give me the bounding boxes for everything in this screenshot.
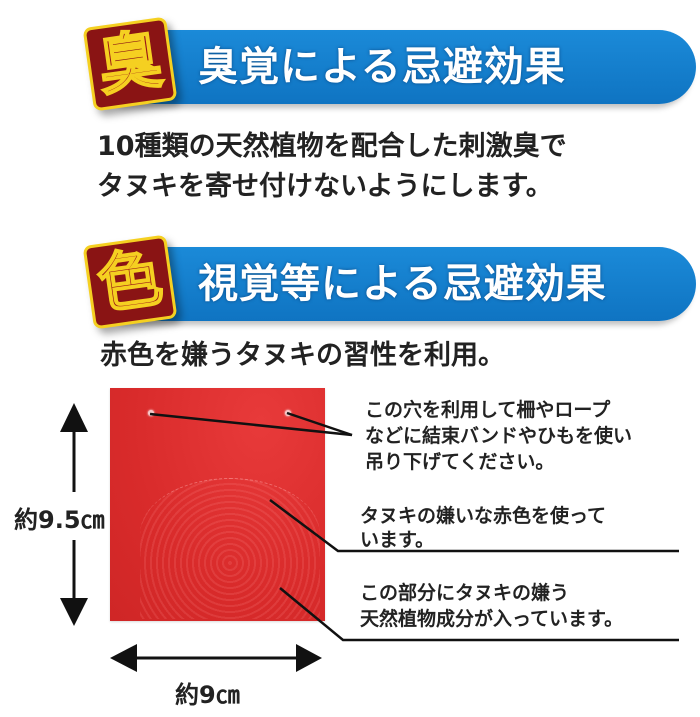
callout-hole-line1: この穴を利用して柵やロープ [365, 399, 611, 421]
section1-title: 臭覚による忌避効果 [198, 44, 566, 90]
section2-description-line1: 赤色を嫌うタヌキの習性を利用。 [100, 340, 505, 371]
callout-hole-line2: などに結束バンドやひもを使い [365, 425, 632, 447]
callout-hole-line3: 吊り下げてください。 [365, 451, 555, 473]
width-dimension-label: 約9㎝ [175, 681, 240, 709]
callout-ingredient-line2: 天然植物成分が入っています。 [360, 608, 624, 630]
height-dimension-label: 約9.5㎝ [14, 506, 105, 534]
section2-banner: 視覚等による忌避効果 [118, 247, 696, 321]
section1-banner: 臭覚による忌避効果 [118, 30, 696, 104]
section1-description-line2: タヌキを寄せ付けないようにします。 [97, 171, 553, 202]
section1-description-line1: 10種類の天然植物を配合した刺激臭で [97, 131, 567, 162]
red-bag-image [110, 388, 325, 621]
callout-red-color-line2: います。 [360, 529, 435, 551]
section2-title: 視覚等による忌避効果 [198, 261, 607, 307]
callout-ingredient-line1: この部分にタヌキの嫌う [360, 582, 570, 604]
callout-red-color-line1: タヌキの嫌いな赤色を使って [360, 505, 607, 527]
